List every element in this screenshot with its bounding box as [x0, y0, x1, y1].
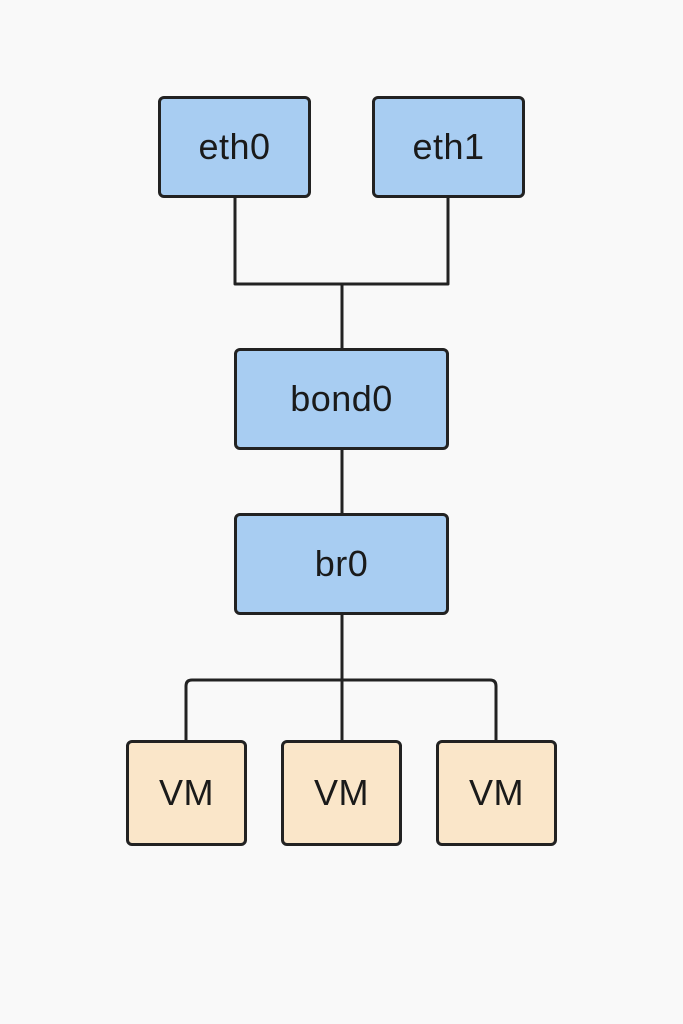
br0-bridge-node: br0: [234, 513, 449, 615]
eth1-label: eth1: [412, 126, 485, 167]
eth0-interface-node: eth0: [158, 96, 311, 198]
edge-eth1-bond0: [342, 198, 450, 286]
bond0-node: bond0: [234, 348, 449, 450]
edge-eth0-bond0: [233, 198, 342, 286]
vm-node-1: VM: [126, 740, 247, 846]
vm-label: VM: [314, 772, 369, 813]
eth0-label: eth0: [198, 126, 271, 167]
vm-label: VM: [159, 772, 214, 813]
vm-node-2: VM: [281, 740, 402, 846]
vm-node-3: VM: [436, 740, 557, 846]
eth1-interface-node: eth1: [372, 96, 525, 198]
br0-label: br0: [314, 543, 369, 584]
bond0-label: bond0: [290, 378, 393, 419]
vm-label: VM: [469, 772, 524, 813]
